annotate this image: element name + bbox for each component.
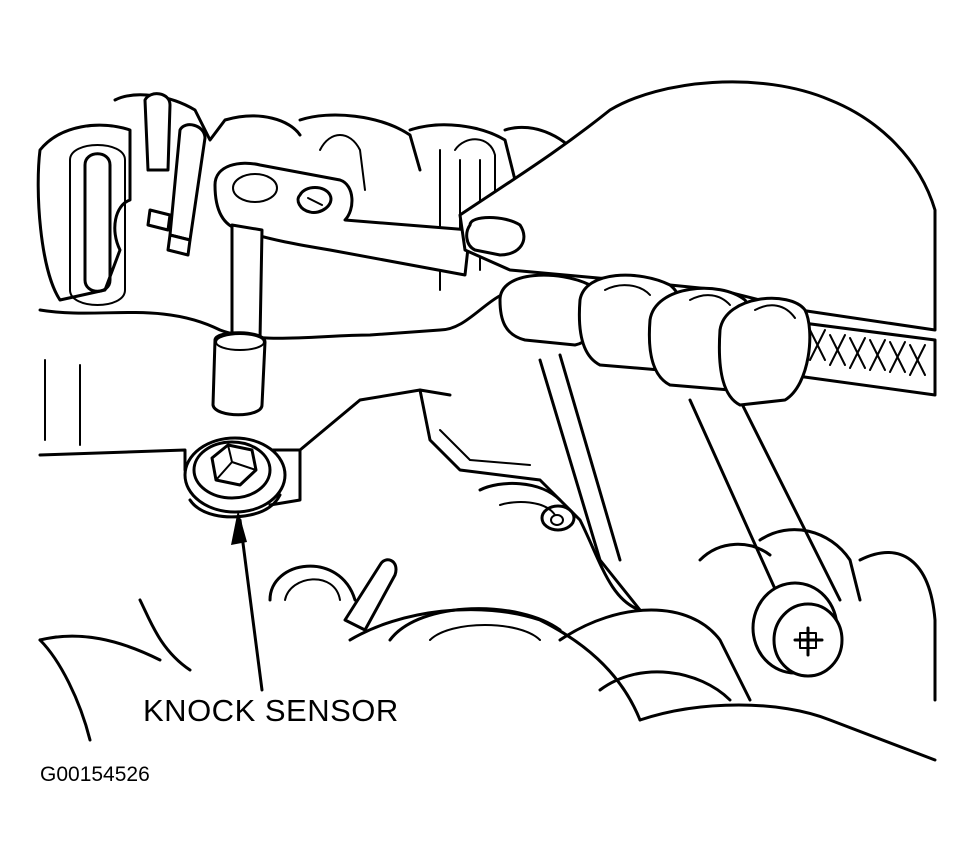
bolt-icon — [751, 581, 844, 678]
knock-sensor-icon — [183, 436, 287, 519]
arrow-icon — [231, 510, 264, 692]
knock-sensor-label: KNOCK SENSOR — [143, 693, 399, 728]
engine-block — [36, 92, 937, 762]
hand-icon — [458, 80, 937, 407]
socket-icon — [211, 223, 267, 417]
figure-id: G00154526 — [40, 763, 150, 786]
